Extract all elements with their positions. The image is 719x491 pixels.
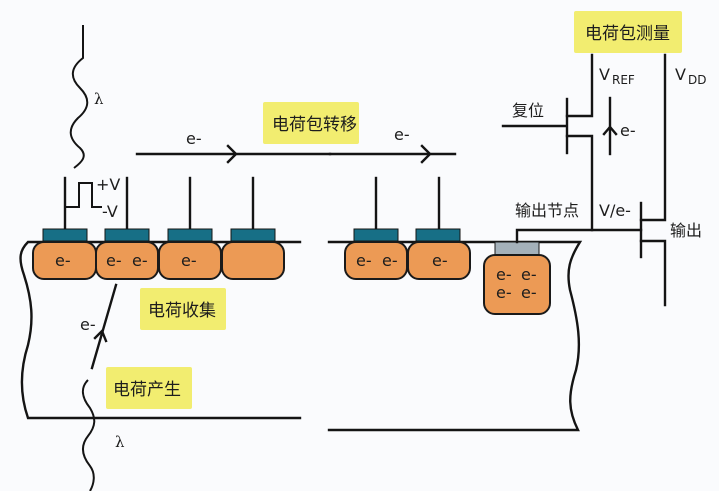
label-charge-collection-bg	[140, 288, 226, 330]
label-charge-measurement: 电荷包测量	[585, 24, 670, 44]
generation-arrow-head	[93, 328, 108, 343]
label-charge-transfer: 电荷包转移	[272, 115, 357, 135]
label-charge-transfer-bg	[263, 102, 359, 144]
output-well	[483, 254, 551, 315]
clock-waveform	[66, 182, 102, 208]
generation-arrow-label: e-	[80, 315, 96, 334]
transfer-arrow-left-head	[226, 144, 238, 164]
gate-2	[104, 228, 150, 242]
output-source	[639, 239, 667, 307]
reset-label: 复位	[512, 101, 544, 120]
reset-flow-label: e-	[620, 121, 636, 140]
output-node-wire	[515, 228, 643, 244]
output-node-gate	[494, 241, 540, 257]
substrate-left	[19, 240, 302, 420]
vref-sub: REF	[612, 73, 635, 87]
well-1-electron: e-	[55, 251, 71, 270]
well-3-electron: e-	[181, 251, 197, 270]
well-2-electron-a: e-	[106, 251, 122, 270]
gate-4	[230, 228, 276, 242]
plus-v-label: +V	[96, 175, 120, 194]
output-well-electron-4: e-	[521, 283, 537, 302]
reset-flow-arrow-head	[602, 125, 618, 136]
gate-6	[415, 228, 461, 242]
lambda-label-top: λ	[94, 90, 104, 108]
well-5	[344, 241, 408, 280]
reset-drain	[565, 53, 594, 118]
output-drain	[639, 53, 667, 222]
well-6-electron: e-	[432, 251, 448, 270]
output-label: 输出	[670, 221, 702, 240]
gate-1	[42, 228, 88, 242]
gate-3	[167, 228, 213, 242]
well-6	[407, 241, 471, 280]
vdd-label: V	[675, 65, 686, 84]
transfer-arrow-left-label: e-	[186, 129, 202, 148]
transfer-arrow-right-head	[420, 144, 432, 164]
vdd-sub: DD	[688, 73, 706, 87]
generation-arrow	[90, 283, 118, 370]
label-charge-generation-bg	[106, 367, 192, 409]
output-well-electron-3: e-	[496, 283, 512, 302]
transfer-arrow-right-label: e-	[394, 125, 410, 144]
gate-5	[353, 228, 399, 242]
output-node-label: 输出节点	[515, 201, 579, 220]
reset-source	[565, 134, 594, 232]
lambda-label-bottom: λ	[115, 433, 125, 451]
output-well-electron-2: e-	[521, 265, 537, 284]
label-charge-measurement-bg	[574, 11, 682, 53]
v-per-e-label: V/e-	[599, 201, 631, 220]
output-well-electron-1: e-	[496, 265, 512, 284]
substrate-right	[327, 240, 583, 432]
vref-label: V	[599, 65, 610, 84]
label-charge-collection: 电荷收集	[148, 301, 216, 321]
label-charge-generation: 电荷产生	[113, 380, 181, 400]
well-5-electron-a: e-	[356, 251, 372, 270]
well-2-electron-b: e-	[132, 251, 148, 270]
minus-v-label: -V	[102, 202, 118, 221]
well-4	[221, 241, 285, 280]
well-5-electron-b: e-	[382, 251, 398, 270]
photon-wave-top	[69, 25, 89, 169]
photon-wave-bottom	[82, 379, 96, 491]
